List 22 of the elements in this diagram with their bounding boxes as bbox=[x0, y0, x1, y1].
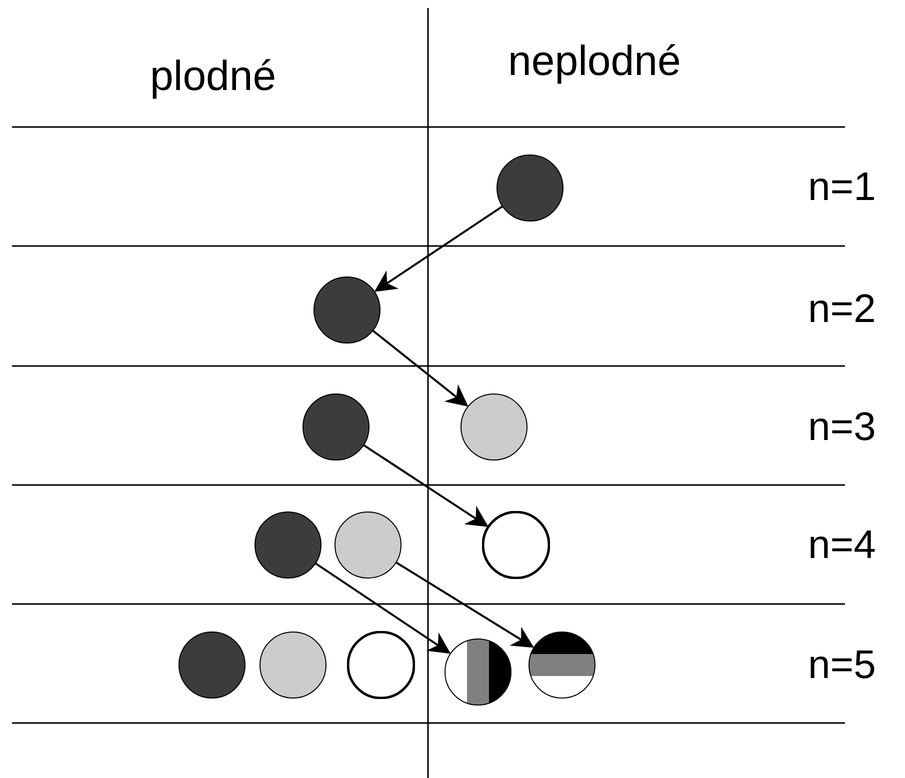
striped-circle bbox=[444, 638, 512, 706]
column-header: neplodné bbox=[508, 40, 681, 82]
column-header: plodné bbox=[150, 55, 276, 97]
arrow bbox=[372, 330, 468, 407]
circle bbox=[254, 511, 322, 579]
row-label: n=1 bbox=[808, 167, 876, 207]
arrow bbox=[396, 562, 534, 648]
arrow bbox=[374, 205, 504, 292]
row-label: n=2 bbox=[808, 289, 876, 329]
circle bbox=[460, 393, 528, 461]
circle bbox=[178, 631, 246, 699]
arrow bbox=[363, 444, 489, 528]
striped-circle bbox=[528, 631, 596, 699]
row-label: n=3 bbox=[808, 407, 876, 447]
row-label: n=5 bbox=[808, 645, 876, 685]
circle bbox=[496, 154, 564, 222]
circle bbox=[334, 511, 402, 579]
circle bbox=[259, 631, 327, 699]
row-label: n=4 bbox=[808, 525, 876, 565]
arrow bbox=[314, 562, 451, 654]
circle bbox=[302, 393, 370, 461]
circle bbox=[313, 276, 381, 344]
